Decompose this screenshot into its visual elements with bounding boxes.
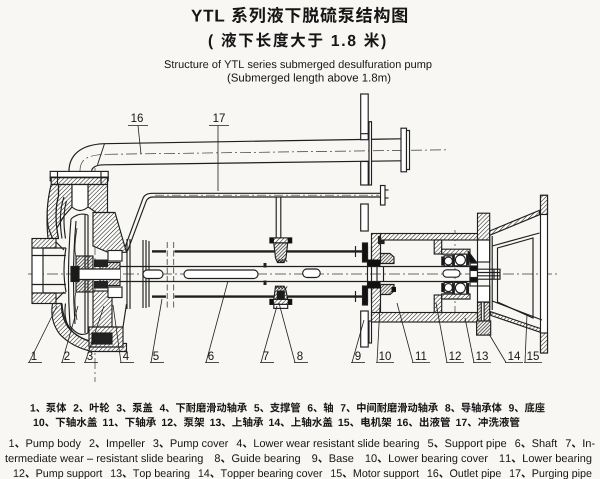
svg-text:1: 1 xyxy=(31,351,37,363)
svg-text:11: 11 xyxy=(415,351,427,363)
svg-text:7: 7 xyxy=(263,351,269,363)
svg-text:16: 16 xyxy=(131,113,144,125)
svg-text:2: 2 xyxy=(64,351,70,363)
svg-text:6: 6 xyxy=(208,351,214,363)
svg-text:14: 14 xyxy=(508,351,521,363)
svg-text:9: 9 xyxy=(355,351,361,363)
svg-text:13: 13 xyxy=(476,351,489,363)
svg-text:15: 15 xyxy=(527,351,540,363)
svg-text:12: 12 xyxy=(449,351,462,363)
svg-text:3: 3 xyxy=(87,351,93,363)
svg-text:17: 17 xyxy=(213,113,226,125)
svg-text:4: 4 xyxy=(123,351,130,363)
svg-text:10: 10 xyxy=(379,351,392,363)
svg-text:5: 5 xyxy=(153,351,159,363)
svg-text:8: 8 xyxy=(297,351,303,363)
